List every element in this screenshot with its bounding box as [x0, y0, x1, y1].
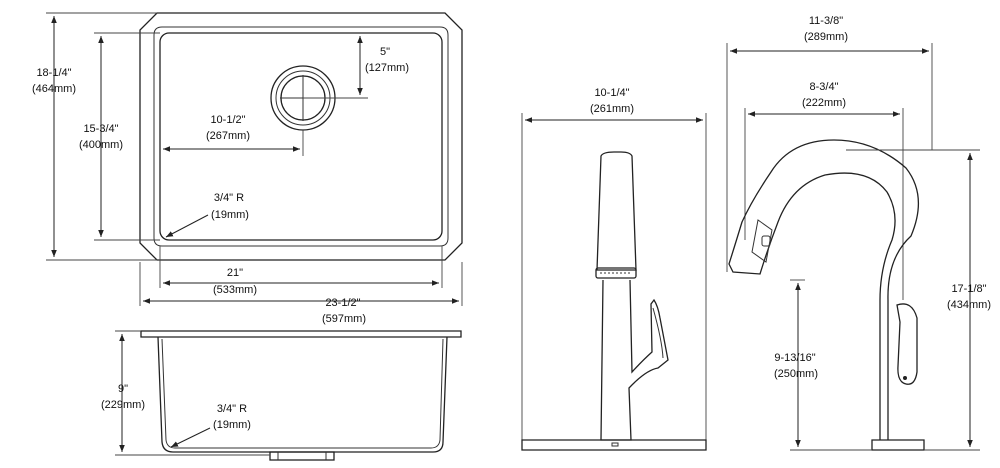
overall-depth-label: 18-1/4": [36, 67, 71, 79]
faucet-side-spout: [728, 139, 920, 440]
sink-side-rim: [140, 330, 462, 338]
overall-reach-label: 11-3/8": [809, 15, 843, 27]
spout-height-metric: (250mm): [774, 368, 818, 380]
drain-center-label: 10-1/2": [210, 114, 245, 126]
faucet-side-handle: [896, 303, 918, 385]
overall-depth-metric: (464mm): [32, 83, 76, 95]
bowl-depth-metric: (400mm): [79, 139, 123, 151]
drain-offset-label: 5": [380, 46, 390, 58]
corner-radius-leader: [165, 214, 209, 238]
sink-side-view: 9" (229mm) 3/4" R (19mm): [101, 330, 462, 461]
side-corner-radius-label: 3/4" R: [217, 403, 247, 415]
overall-height-metric: (434mm): [947, 299, 991, 311]
overall-height-label: 17-1/8": [951, 283, 986, 295]
faucet-side-view: 11-3/8" (289mm) 8-3/4" (222mm) 17-1/8" (…: [726, 15, 991, 451]
faucet-front-body: [600, 279, 669, 441]
bowl-height-label: 9": [118, 383, 128, 395]
side-corner-radius-metric: (19mm): [213, 419, 251, 431]
sink-bowl-outline: [159, 32, 443, 241]
drain-stub: [269, 451, 335, 461]
faucet-side-base-plate: [871, 439, 925, 451]
drain-center-metric: (267mm): [206, 130, 250, 142]
corner-radius-label: 3/4" R: [214, 192, 244, 204]
spout-reach-label: 8-3/4": [810, 81, 839, 93]
bowl-width-metric: (533mm): [213, 284, 257, 296]
overall-width-label: 23-1/2": [325, 297, 360, 309]
sink-outer-outline: [139, 12, 463, 261]
bowl-width-label: 21": [227, 267, 243, 279]
faucet-base-width-label: 10-1/4": [594, 87, 629, 99]
faucet-front-base-plate: [521, 439, 707, 451]
drain-offset-metric: (127mm): [365, 62, 409, 74]
spout-reach-metric: (222mm): [802, 97, 846, 109]
overall-reach-metric: (289mm): [804, 31, 848, 43]
sink-top-view: 18-1/4" (464mm) 15-3/4" (400mm) 5" (127m…: [32, 12, 463, 325]
handle-dot: [903, 376, 907, 380]
spout-height-label: 9-13/16": [774, 352, 815, 364]
spray-nozzle: [595, 267, 637, 279]
overall-width-metric: (597mm): [322, 313, 366, 325]
faucet-front-spray-head: [596, 151, 637, 271]
faucet-base-width-metric: (261mm): [590, 103, 634, 115]
corner-radius-metric: (19mm): [211, 209, 249, 221]
bowl-height-metric: (229mm): [101, 399, 145, 411]
faucet-front-view: 10-1/4" (261mm): [521, 87, 707, 451]
sink-side-bowl: [157, 336, 448, 453]
bowl-depth-label: 15-3/4": [83, 123, 118, 135]
side-corner-radius-leader: [170, 427, 211, 448]
